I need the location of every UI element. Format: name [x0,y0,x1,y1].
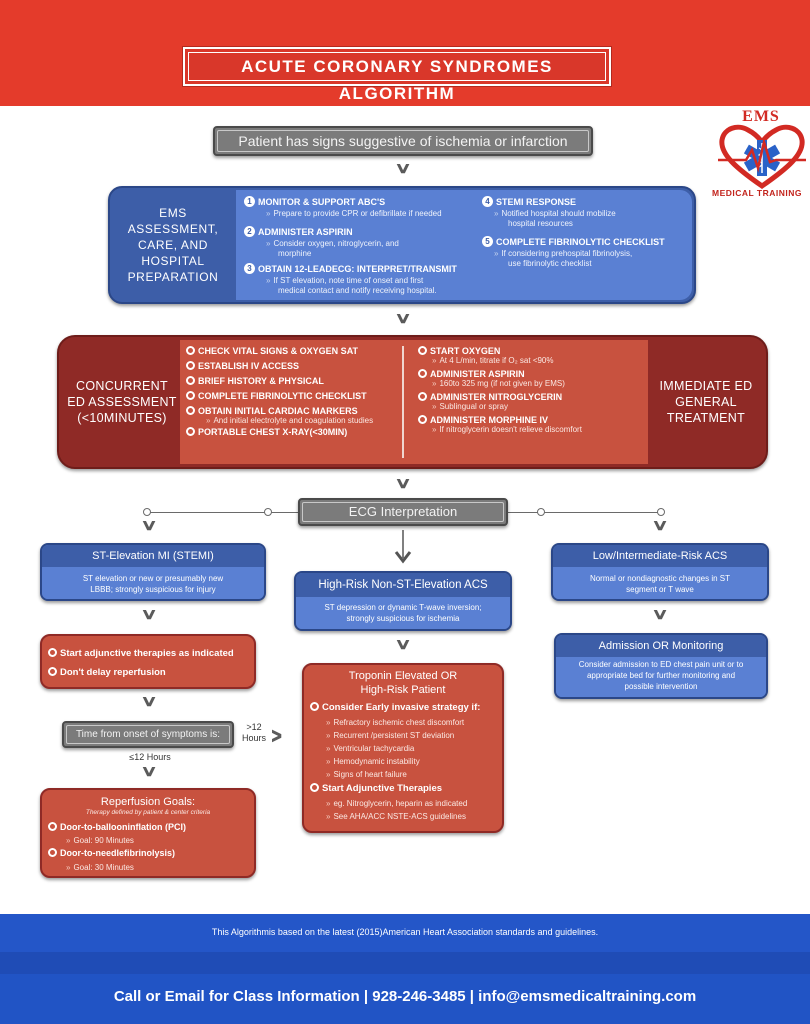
chevron-down-icon: ∨ [651,606,669,623]
footer-contact: Call or Email for Class Information | 92… [0,974,810,1024]
ems-panel-label: EMS ASSESSMENT, CARE, AND HOSPITAL PREPA… [127,206,219,284]
stemi-title: ST-Elevation MI (STEMI) [42,545,264,567]
logo-top-text: EMS [742,108,780,125]
admission-box: Admission OR Monitoring Consider admissi… [554,633,768,699]
start-box: Patient has signs suggestive of ischemia… [213,126,593,156]
chevron-down-icon: ∨ [394,636,412,653]
stemi-actions-box: Start adjunctive therapies as indicated … [40,634,256,689]
down-arrow-icon [394,530,412,564]
chevron-down-icon: ∨ [140,693,158,710]
chevron-down-icon: ∨ [140,517,158,534]
footer-divider [0,952,810,974]
concurrent-steps: CHECK VITAL SIGNS & OXYGEN SAT ESTABLISH… [180,340,648,464]
title-frame: ACUTE CORONARY SYNDROMES ALGORITHM [183,47,611,103]
chevron-down-icon: ∨ [394,475,412,492]
branch-node-right [657,508,665,516]
stemi-box: ST-Elevation MI (STEMI) ST elevation or … [40,543,266,601]
low-risk-box: Low/Intermediate-Risk ACS Normal or nond… [551,543,769,601]
branch-node-left [143,508,151,516]
ed-treatment-list: START OXYGEN »At 4 L/min, titrate if O₂ … [418,346,642,434]
nste-acs-box: High-Risk Non-ST-Elevation ACS ST depres… [294,571,512,631]
chevron-down-icon: ∨ [651,517,669,534]
logo-bottom-text: MEDICAL TRAINING [711,188,802,198]
nste-title: High-Risk Non-ST-Elevation ACS [296,573,510,597]
time-from-onset-box: Time from onset of symptoms is: [62,721,234,748]
admission-body: Consider admission to ED chest pain unit… [556,657,766,697]
branch-node-mid-right [537,508,545,516]
footer-note: This Algorithmis based on the latest (20… [0,914,810,952]
page-title: ACUTE CORONARY SYNDROMES ALGORITHM [188,52,606,103]
nste-body: ST depression or dynamic T-wave inversio… [296,597,510,629]
ems-logo: EMS MEDICAL TRAINING [712,108,810,200]
heart-star-of-life-icon [718,124,806,190]
concurrent-divider [402,346,404,458]
ed-assessment-list: CHECK VITAL SIGNS & OXYGEN SAT ESTABLISH… [186,346,402,437]
low-risk-title: Low/Intermediate-Risk ACS [553,545,767,567]
immediate-treatment-label: IMMEDIATE ED GENERAL TREATMENT [659,379,753,425]
chevron-down-icon: ∨ [394,310,412,327]
chevron-right-icon: ∨ [268,727,285,745]
le12-label: ≤12 Hours [129,752,171,762]
ecg-interpretation-box: ECG Interpretation [298,498,508,526]
branch-node-mid-left [264,508,272,516]
admission-title: Admission OR Monitoring [556,635,766,657]
start-box-text: Patient has signs suggestive of ischemia… [238,133,568,149]
chevron-down-icon: ∨ [394,160,412,177]
chevron-down-icon: ∨ [140,606,158,623]
concurrent-label: CONCURRENT ED ASSESSMENT (<10MINUTES) [67,379,177,425]
chevron-down-icon: ∨ [140,763,158,780]
reperfusion-goals-box: Reperfusion Goals: Therapy defined by pa… [40,788,256,878]
